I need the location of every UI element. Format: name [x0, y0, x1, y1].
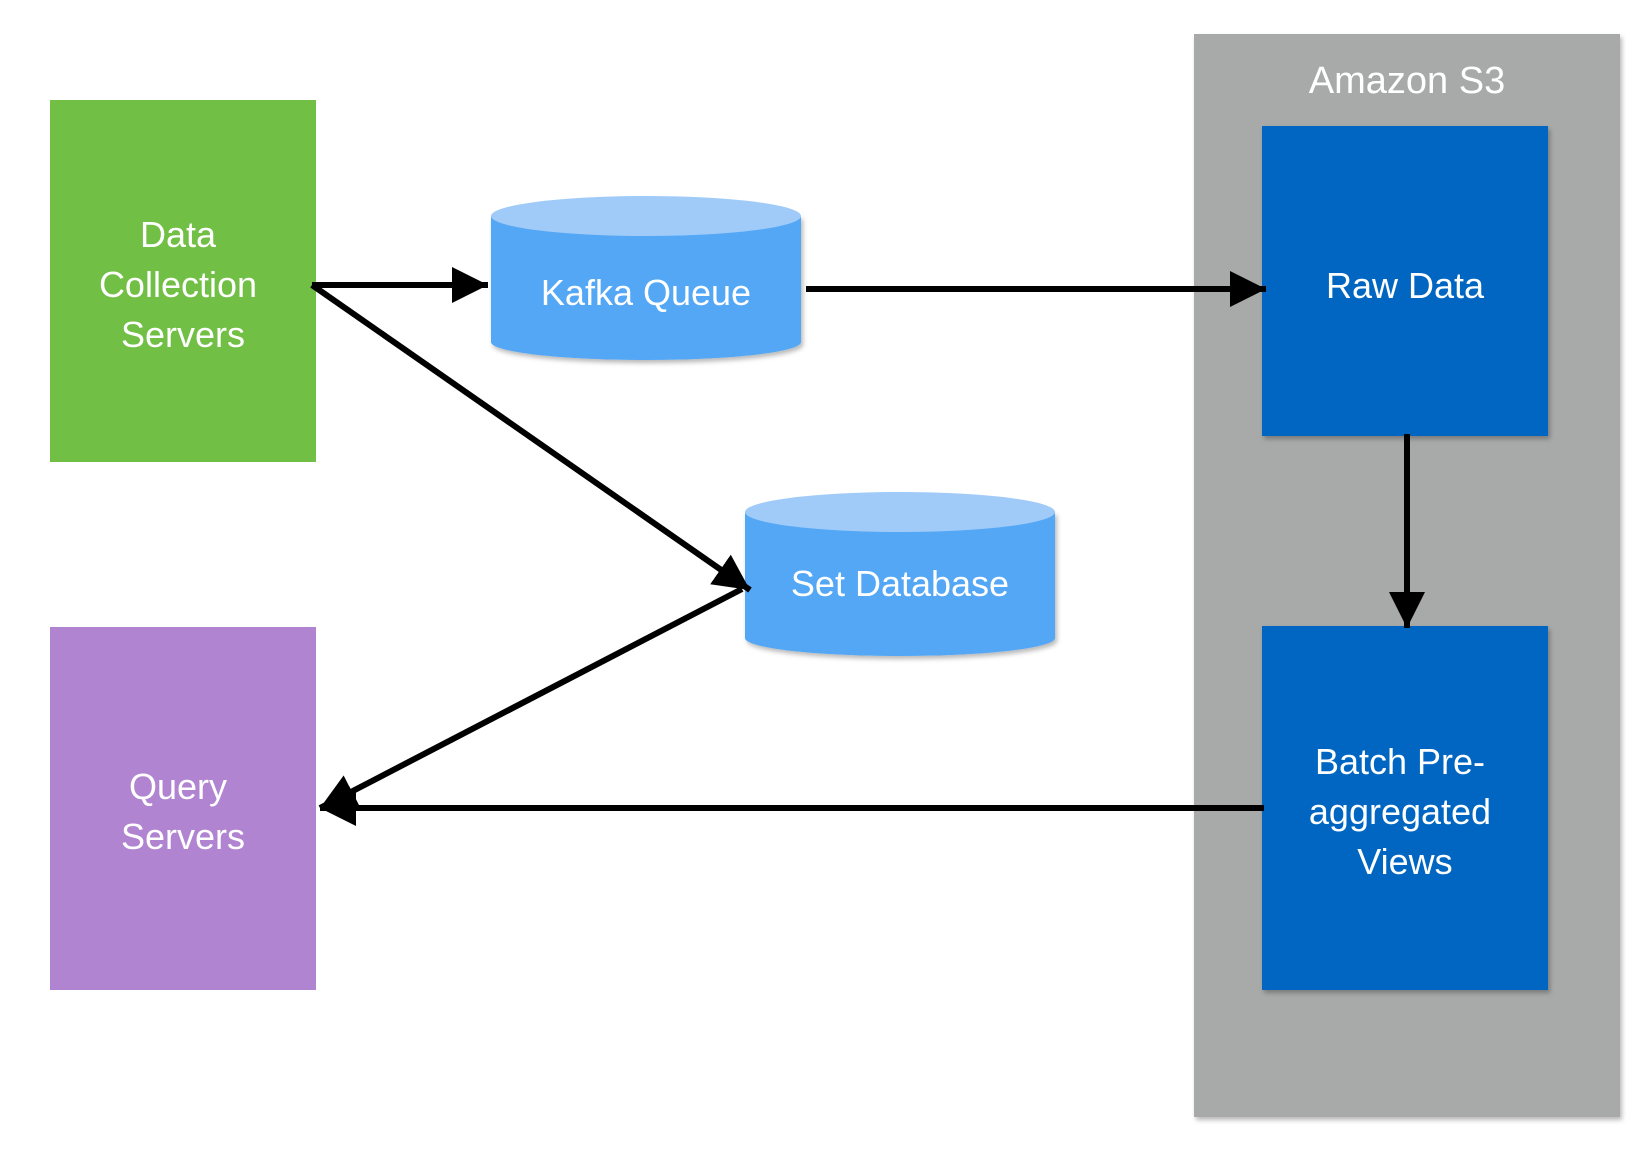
kafka-queue-node[interactable]: Kafka Queue: [491, 196, 801, 360]
query-servers-label-line: Query: [129, 766, 227, 807]
kafka-queue-label: Kafka Queue: [541, 272, 751, 313]
kafka-queue-label-line: Kafka Queue: [541, 272, 751, 313]
raw-data-box: [1262, 126, 1548, 436]
data-collection-servers-box: [50, 100, 316, 462]
data-collection-servers-node[interactable]: Data Collection Servers: [50, 100, 316, 462]
batch-views-node[interactable]: Batch Pre- aggregated Views: [1262, 626, 1548, 990]
edge-set-database-to-query-servers: [318, 586, 744, 811]
edge-data-collection-to-set-database: [310, 282, 752, 593]
query-servers-node[interactable]: Query Servers: [50, 627, 316, 990]
kafka-queue-body: [491, 216, 801, 360]
query-servers-label: Query Servers: [121, 766, 245, 857]
set-database-node[interactable]: Set Database: [745, 492, 1055, 656]
batch-views-label: Batch Pre- aggregated Views: [1309, 741, 1501, 882]
data-collection-servers-label: Data Collection Servers: [99, 214, 267, 355]
amazon-s3-title: Amazon S3: [1309, 60, 1505, 102]
set-database-label: Set Database: [791, 563, 1009, 604]
raw-data-label: Raw Data: [1326, 265, 1485, 306]
raw-data-label-line: Raw Data: [1326, 265, 1485, 306]
batch-views-label-line: Views: [1357, 841, 1452, 882]
batch-views-label-line: Batch Pre-: [1315, 741, 1485, 782]
batch-views-box: [1262, 626, 1548, 990]
query-servers-label-line: Servers: [121, 816, 245, 857]
raw-data-node[interactable]: Raw Data: [1262, 126, 1548, 436]
query-servers-box: [50, 627, 316, 990]
batch-views-label-line: aggregated: [1309, 791, 1491, 832]
edges: [310, 267, 1425, 826]
kafka-queue-top: [491, 196, 801, 236]
set-database-body: [745, 512, 1055, 656]
set-database-top: [745, 492, 1055, 532]
data-collection-servers-label-line: Data: [140, 214, 217, 255]
data-collection-servers-label-line: Collection: [99, 264, 257, 305]
set-database-label-line: Set Database: [791, 563, 1009, 604]
data-collection-servers-label-line: Servers: [121, 314, 245, 355]
